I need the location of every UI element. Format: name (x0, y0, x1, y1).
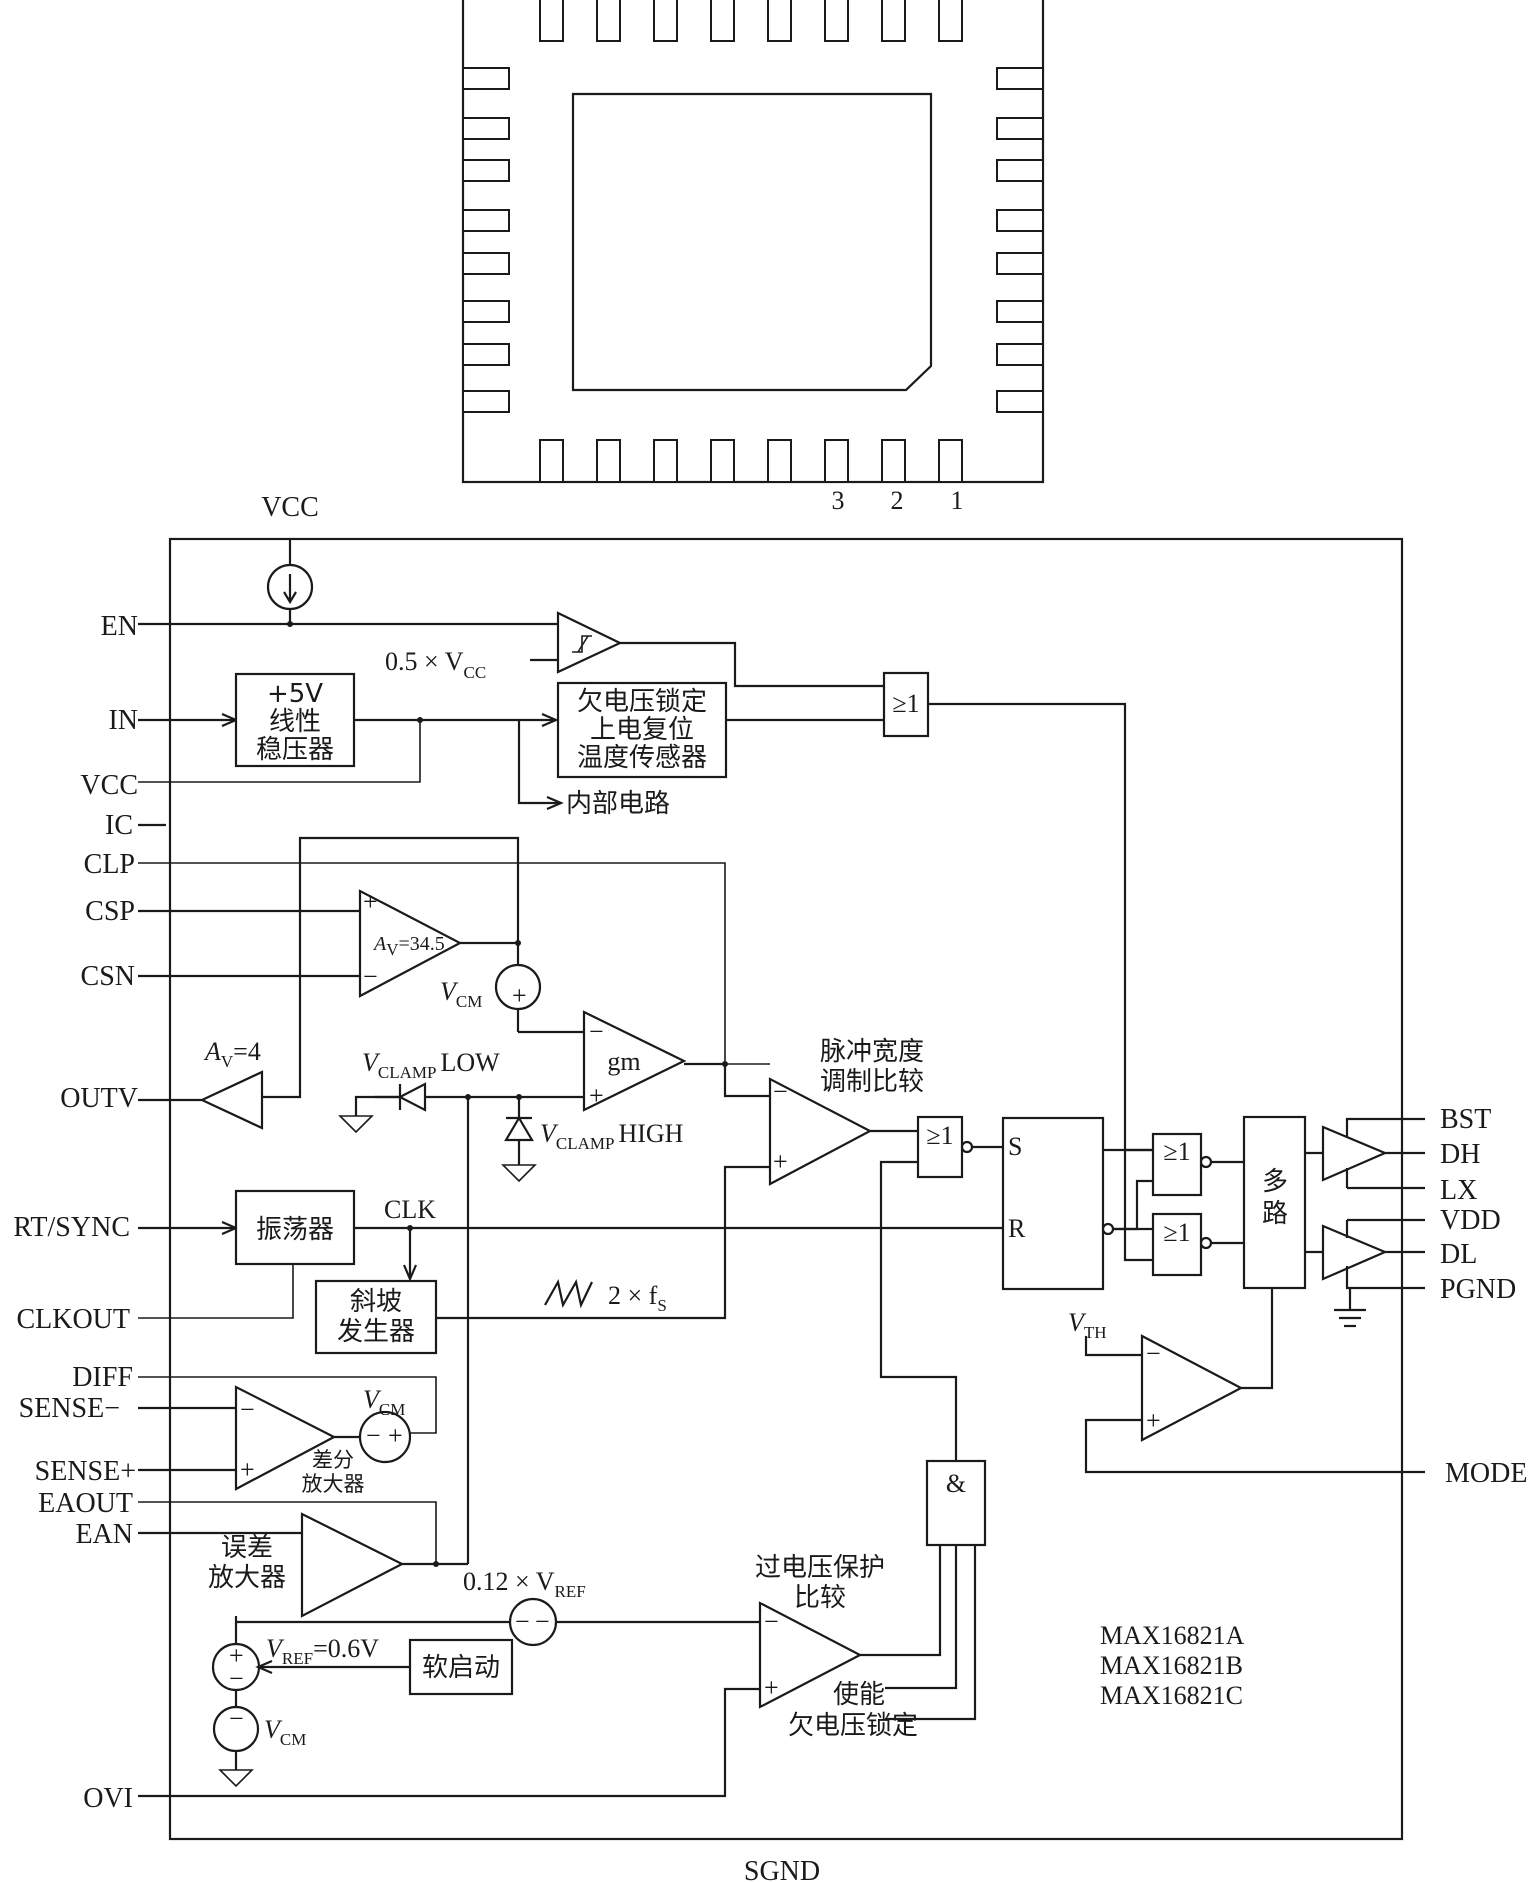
latch-reset: R (1008, 1214, 1026, 1243)
pin-sgnd: SGND (744, 1856, 820, 1882)
oscillator-label: 振荡器 (256, 1215, 334, 1245)
or-gate-top-symbol: ≥1 (892, 689, 919, 718)
pin-number-2: 2 (891, 486, 904, 515)
part-number-b: MAX16821B (1100, 1651, 1243, 1680)
enable-label: 使能 (833, 1680, 885, 1710)
ovp-line-2: 比较 (794, 1583, 846, 1613)
and-gate-symbol: & (946, 1469, 966, 1498)
pwm-comp-line-2: 调制比较 (820, 1067, 924, 1097)
diff-amp-line-2: 放大器 (302, 1472, 365, 1496)
pin-en: EN (101, 611, 138, 642)
pin-clp: CLP (84, 849, 135, 880)
internal-circuit-label: 内部电路 (566, 789, 670, 819)
pin-in: IN (108, 705, 138, 736)
or-gate-dh-symbol: ≥1 (1163, 1137, 1190, 1166)
gm-plus: + (589, 1081, 604, 1110)
pin-vdd: VDD (1440, 1205, 1501, 1236)
diff-minus: − (240, 1395, 255, 1424)
ramp-line-1: 斜坡 (350, 1287, 402, 1317)
av4-label: AV=4 (203, 1037, 261, 1071)
ramp-line-2: 发生器 (337, 1317, 415, 1347)
pin-csp: CSP (85, 896, 135, 927)
mode-plus: + (1146, 1406, 1161, 1435)
pin-rt-sync: RT/SYNC (13, 1212, 130, 1243)
pin-ovi: OVI (83, 1783, 133, 1814)
vref-frac-minus-2: − (535, 1607, 550, 1636)
diff-plus: + (240, 1455, 255, 1484)
vref-frac-label: 0.12 × VREF (463, 1567, 586, 1601)
pin-eaout: EAOUT (38, 1488, 133, 1519)
pin-outv: OUTV (60, 1083, 138, 1114)
pwm-comp-line-1: 脉冲宽度 (820, 1037, 924, 1067)
uvlo-line-3: 温度传感器 (577, 743, 707, 773)
pin-ean: EAN (75, 1519, 133, 1550)
or-gate-pwm-symbol: ≥1 (926, 1121, 953, 1150)
pin-number-3: 3 (832, 486, 845, 515)
error-amp-line-1: 误差 (221, 1533, 273, 1563)
pin-diff: DIFF (72, 1362, 133, 1393)
pin-dl: DL (1440, 1239, 1477, 1270)
uvlo-line-1: 欠电压锁定 (577, 687, 707, 717)
soft-start-label: 软启动 (422, 1653, 500, 1683)
vcm-top-plus: + (512, 981, 527, 1010)
regulator-line-2: 线性 (269, 707, 321, 737)
error-amp-line-2: 放大器 (208, 1563, 286, 1593)
vth-label: VTH (1068, 1308, 1107, 1342)
vref-frac-minus-1: − (515, 1607, 530, 1636)
clk-label: CLK (384, 1195, 436, 1224)
regulator-line-1: +5V (267, 679, 323, 709)
csa-gain-label: AV=34.5 (372, 933, 445, 959)
pin-mode: MODE (1445, 1458, 1527, 1489)
vcm-label-bottom: VCM (264, 1715, 306, 1749)
gm-label: gm (607, 1047, 640, 1076)
vref-label: VREF=0.6V (266, 1634, 379, 1668)
ovp-line-1: 过电压保护 (755, 1553, 885, 1583)
pin-bst: BST (1440, 1104, 1491, 1135)
ovp-plus: + (764, 1673, 779, 1702)
vcm-diff-minus: − (366, 1421, 381, 1450)
regulator-line-3: 稳压器 (256, 735, 334, 765)
pin-ic: IC (105, 810, 133, 841)
vcm-label-diff: VCM (363, 1385, 405, 1419)
part-number-a: MAX16821A (1100, 1621, 1245, 1650)
vref-src-plus: + (229, 1641, 244, 1670)
vref-src-minus: − (229, 1664, 244, 1693)
pwm-minus: − (773, 1077, 788, 1106)
gm-minus: − (589, 1017, 604, 1046)
mux-line-2: 路 (1262, 1199, 1288, 1229)
pin-pgnd: PGND (1440, 1274, 1516, 1305)
uvlo-short-label: 欠电压锁定 (788, 1711, 918, 1741)
or-gate-dl-symbol: ≥1 (1163, 1218, 1190, 1247)
pin-vcc-top: VCC (261, 492, 319, 523)
pin-clkout: CLKOUT (16, 1304, 130, 1335)
vcm-label-top: VCM (440, 977, 482, 1011)
vcm-src-minus: − (229, 1704, 244, 1733)
pin-lx: LX (1440, 1175, 1477, 1206)
pin-sense-minus: SENSE− (19, 1393, 120, 1424)
package-outline (461, 0, 1045, 484)
wires (138, 539, 1425, 1798)
pwm-plus: + (773, 1147, 788, 1176)
csa-plus: + (363, 887, 378, 916)
pin-dh: DH (1440, 1139, 1480, 1170)
uvlo-line-2: 上电复位 (590, 715, 694, 745)
mode-minus: − (1146, 1339, 1161, 1368)
mux-line-1: 多 (1262, 1167, 1288, 1197)
fs-label: 2 × fS (608, 1281, 667, 1315)
latch-set: S (1008, 1132, 1022, 1161)
pin-number-1: 1 (951, 486, 964, 515)
diff-amp-line-1: 差分 (312, 1448, 354, 1472)
pin-vcc: VCC (80, 770, 138, 801)
pin-sense-plus: SENSE+ (35, 1456, 136, 1487)
pin-csn: CSN (81, 961, 135, 992)
vcm-diff-plus: + (388, 1421, 403, 1450)
csa-minus: − (363, 962, 378, 991)
part-number-c: MAX16821C (1100, 1681, 1243, 1710)
ovp-minus: − (764, 1607, 779, 1636)
en-threshold-label: 0.5 × VCC (385, 647, 486, 682)
